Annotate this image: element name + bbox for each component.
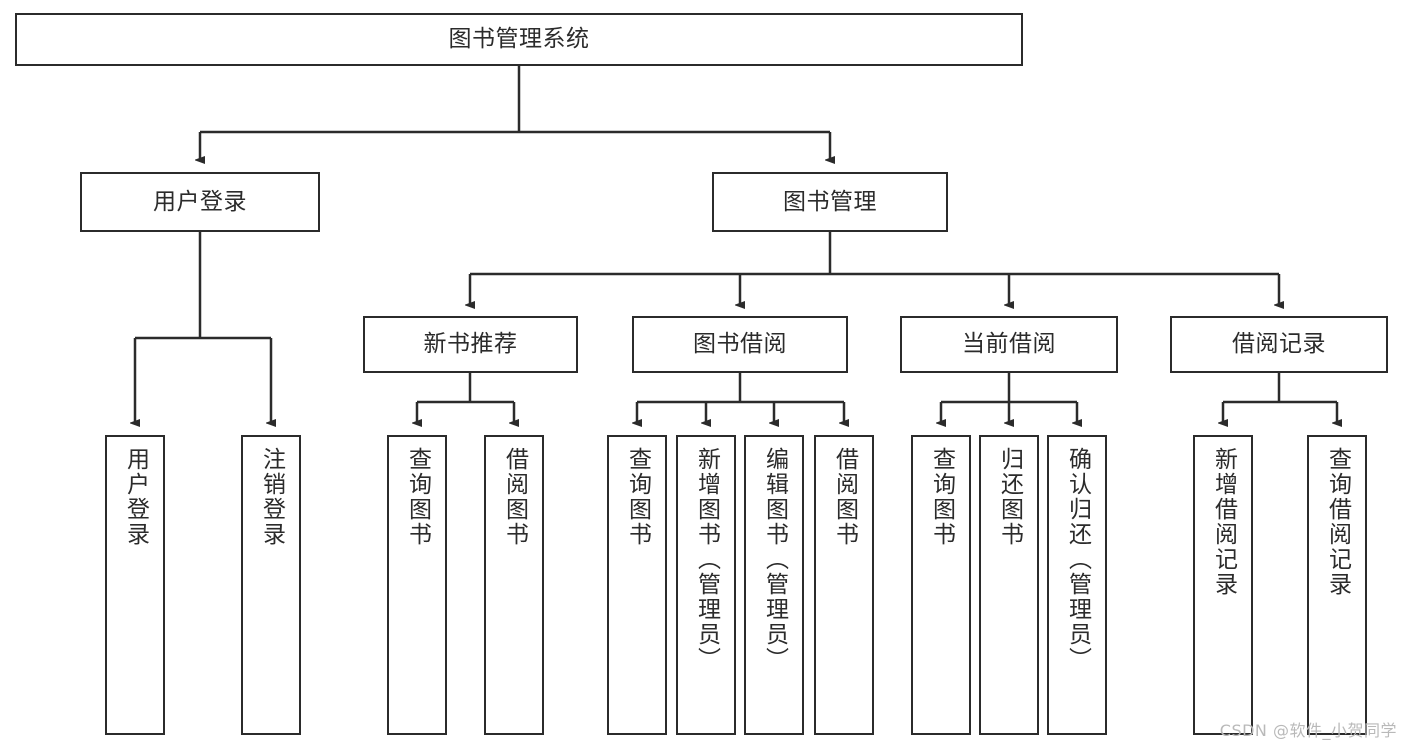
leaf-borrow-borrow-book-label: 借阅图书 <box>831 447 858 547</box>
node-new-book-recommend[interactable]: 新书推荐 <box>363 316 578 373</box>
node-user-login[interactable]: 用户登录 <box>80 172 320 232</box>
node-book-management-label: 图书管理 <box>783 188 877 215</box>
leaf-logout[interactable]: 注销登录 <box>241 435 301 735</box>
leaf-user-login-label: 用户登录 <box>122 447 149 547</box>
node-current-borrow[interactable]: 当前借阅 <box>900 316 1118 373</box>
leaf-new-books-query-book[interactable]: 查询图书 <box>387 435 447 735</box>
node-root-label: 图书管理系统 <box>448 26 590 53</box>
leaf-borrow-add-book-admin[interactable]: 新增图书（管理员） <box>676 435 736 735</box>
leaf-new-books-borrow-book-label: 借阅图书 <box>501 447 528 547</box>
leaf-records-query-record-label: 查询借阅记录 <box>1324 447 1351 597</box>
leaf-current-confirm-return-admin-label: 确认归还（管理员） <box>1064 447 1091 672</box>
leaf-borrow-query-book[interactable]: 查询图书 <box>607 435 667 735</box>
leaf-current-query-book[interactable]: 查询图书 <box>911 435 971 735</box>
leaf-borrow-edit-book-admin-label: 编辑图书（管理员） <box>761 447 788 672</box>
leaf-current-return-book-label: 归还图书 <box>996 447 1023 547</box>
node-new-book-recommend-label: 新书推荐 <box>423 331 518 358</box>
leaf-records-add-record[interactable]: 新增借阅记录 <box>1193 435 1253 735</box>
node-user-login-label: 用户登录 <box>153 188 247 215</box>
node-book-management[interactable]: 图书管理 <box>712 172 948 232</box>
leaf-new-books-borrow-book[interactable]: 借阅图书 <box>484 435 544 735</box>
node-borrow-records-label: 借阅记录 <box>1232 331 1326 358</box>
node-root[interactable]: 图书管理系统 <box>15 13 1023 66</box>
leaf-current-return-book[interactable]: 归还图书 <box>979 435 1039 735</box>
leaf-user-login[interactable]: 用户登录 <box>105 435 165 735</box>
csdn-watermark: CSDN @软件_小贺同学 <box>1219 721 1397 740</box>
leaf-records-query-record[interactable]: 查询借阅记录 <box>1307 435 1367 735</box>
leaf-current-query-book-label: 查询图书 <box>928 447 955 547</box>
leaf-records-add-record-label: 新增借阅记录 <box>1210 447 1237 597</box>
leaf-borrow-query-book-label: 查询图书 <box>624 447 651 547</box>
leaf-logout-label: 注销登录 <box>258 447 285 547</box>
leaf-borrow-add-book-admin-label: 新增图书（管理员） <box>693 447 720 672</box>
node-current-borrow-label: 当前借阅 <box>962 331 1056 358</box>
node-book-borrow[interactable]: 图书借阅 <box>632 316 848 373</box>
leaf-current-confirm-return-admin[interactable]: 确认归还（管理员） <box>1047 435 1107 735</box>
leaf-borrow-edit-book-admin[interactable]: 编辑图书（管理员） <box>744 435 804 735</box>
leaf-borrow-borrow-book[interactable]: 借阅图书 <box>814 435 874 735</box>
node-borrow-records[interactable]: 借阅记录 <box>1170 316 1388 373</box>
node-book-borrow-label: 图书借阅 <box>693 331 787 358</box>
leaf-new-books-query-book-label: 查询图书 <box>404 447 431 547</box>
